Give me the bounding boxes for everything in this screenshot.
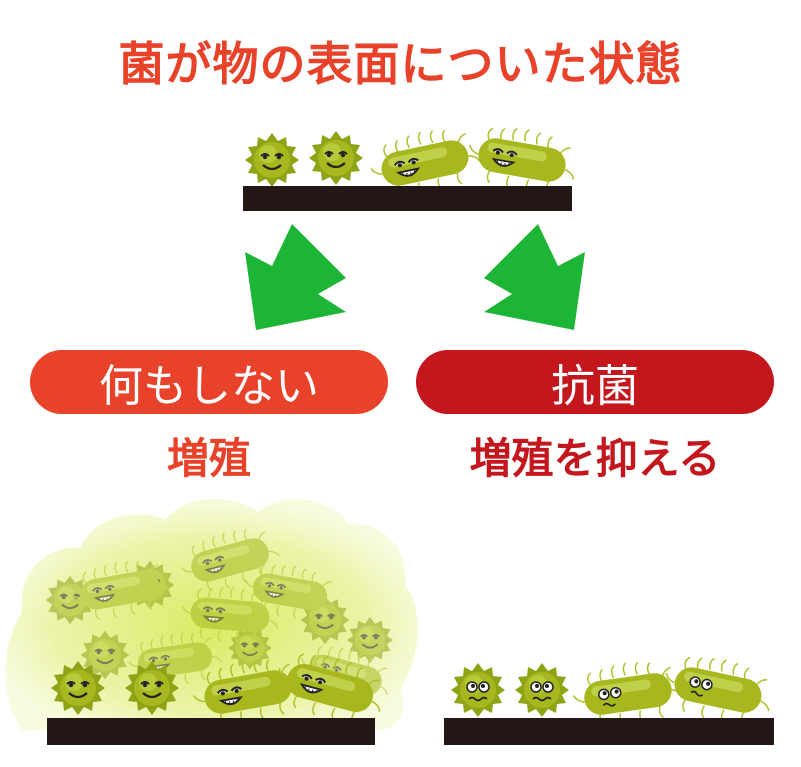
antibacterial-result: 増殖を抑える [416, 425, 774, 486]
left-arrow [245, 224, 346, 330]
no-action-label: 何もしない [30, 350, 388, 414]
antibacterial-label: 抗菌 [416, 350, 774, 414]
top-surface [243, 186, 572, 211]
no-action-result: 増殖 [30, 425, 388, 486]
right-surface [444, 718, 774, 745]
left-surface [47, 718, 375, 745]
right-arrow [484, 224, 585, 330]
